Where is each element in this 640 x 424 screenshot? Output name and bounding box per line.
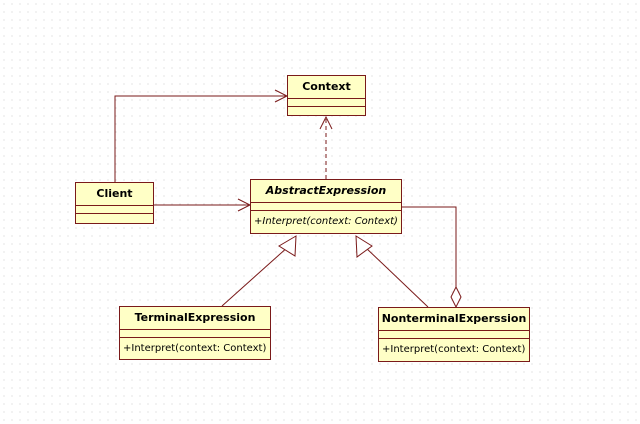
nonterminal-generalization-triangle bbox=[355, 235, 373, 258]
class-terminal-expression-name: TerminalExpression bbox=[120, 307, 270, 330]
class-abstract-expression-name: AbstractExpression bbox=[251, 180, 401, 203]
class-context-operations bbox=[288, 107, 365, 114]
class-terminal-expression-operation: +Interpret(context: Context) bbox=[123, 342, 267, 354]
class-context-name: Context bbox=[288, 76, 365, 99]
class-nonterminal-expression-operation: +Interpret(context: Context) bbox=[382, 344, 526, 355]
class-nonterminal-expression[interactable]: NonterminalExperssion +Interpret(context… bbox=[378, 307, 530, 362]
dependency-arrowhead bbox=[319, 115, 333, 130]
class-client-operations bbox=[76, 214, 153, 221]
nonterminal-aggregation-line[interactable] bbox=[402, 206, 457, 287]
nonterminal-generalization-line[interactable] bbox=[364, 246, 429, 308]
class-abstract-expression[interactable]: AbstractExpression +Interpret(context: C… bbox=[250, 179, 402, 234]
terminal-generalization-line[interactable] bbox=[221, 245, 290, 307]
class-client-name: Client bbox=[76, 183, 153, 206]
class-context-attributes bbox=[288, 99, 365, 107]
client-context-association[interactable] bbox=[114, 95, 287, 182]
class-context[interactable]: Context bbox=[287, 75, 366, 116]
class-abstract-expression-operation: +Interpret(context: Context) bbox=[254, 216, 398, 227]
class-terminal-expression[interactable]: TerminalExpression +Interpret(context: C… bbox=[119, 306, 271, 360]
class-abstract-expression-attributes bbox=[251, 203, 401, 211]
class-nonterminal-expression-name: NonterminalExperssion bbox=[379, 308, 529, 331]
terminal-generalization-triangle bbox=[278, 235, 297, 257]
class-client[interactable]: Client bbox=[75, 182, 154, 224]
class-client-attributes bbox=[76, 206, 153, 214]
aggregation-diamond bbox=[450, 285, 462, 309]
class-terminal-expression-attributes bbox=[120, 330, 270, 338]
class-nonterminal-expression-attributes bbox=[379, 331, 529, 339]
